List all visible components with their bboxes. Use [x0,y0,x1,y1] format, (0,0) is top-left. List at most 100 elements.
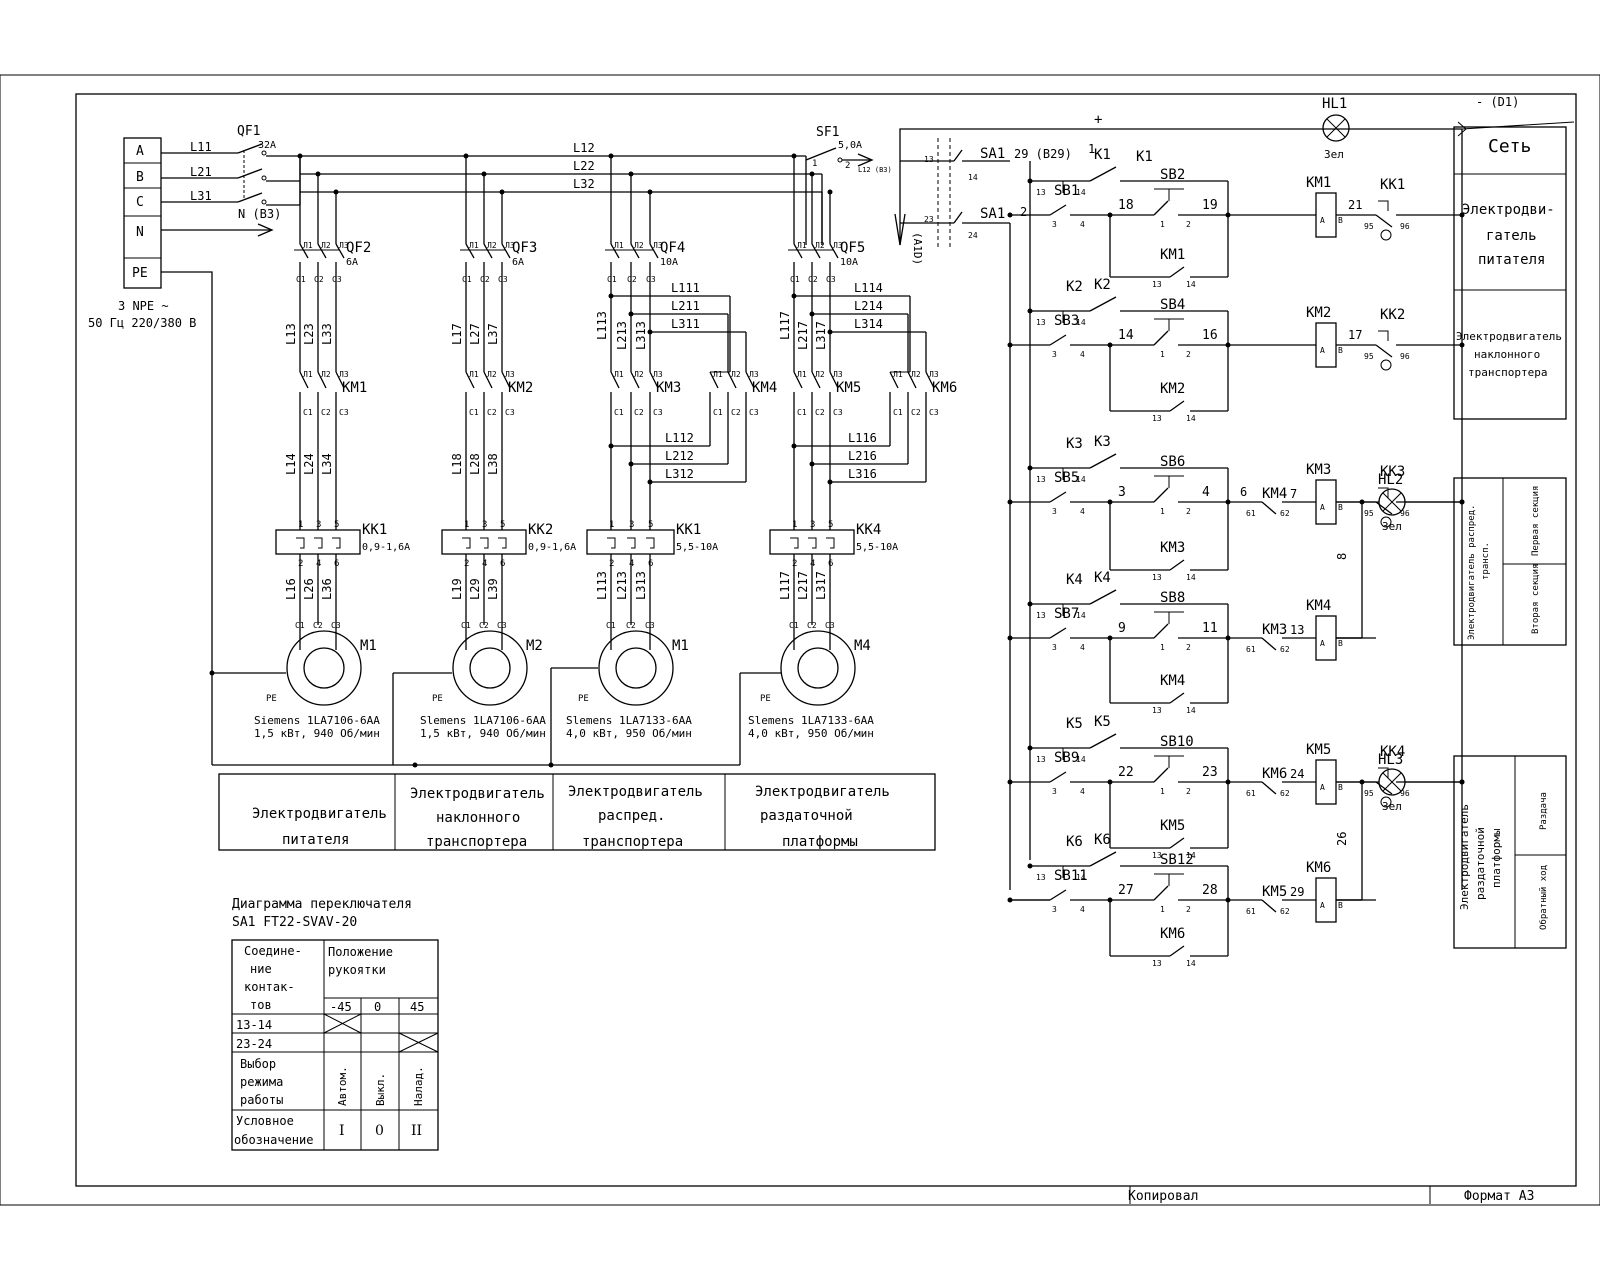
k-contact-label: K1 [1136,149,1153,165]
sf1-breaker: SF1 5,0A 1 2 L12 (B3) [805,125,892,174]
hold-pin: 14 [1186,414,1196,423]
kk-element [498,537,507,549]
junction-dot [628,171,634,177]
legend-platform-1: Электродвигатель [1458,804,1471,910]
wire-label: L18 [450,453,464,475]
qf-contact [649,243,659,259]
junction-dot [1027,745,1033,751]
km-contact [709,371,719,389]
wire-label: L313 [634,571,648,600]
qf-contact [610,243,620,259]
legend-distrib-1: Электродвигатель распред. [1467,505,1477,640]
kk-element [627,537,636,549]
km-terminal: Л1 [303,370,313,379]
table-feeder-1: Электродвигатель [252,806,387,822]
wire-label: L13 [284,323,298,345]
line-l21: L21 [190,165,212,179]
sb-pin: 4 [1080,350,1085,359]
k-pin: 13 [1036,475,1046,484]
k-pin: 14 [1076,611,1086,620]
node-label: 24 [1290,767,1304,781]
sw-mode-2: режима [240,1075,283,1089]
bus-label: L214 [854,299,883,313]
pair-links: 826 [1010,502,1363,901]
hold-pin: 13 [1152,573,1162,582]
km-out-terminal: C3 [653,408,663,417]
kk-ol-reset [1380,229,1392,241]
sb-nc-contact [1153,623,1169,639]
k-contact [1089,733,1117,749]
wire-label: L213 [615,571,629,600]
qf-contact [465,243,475,259]
sb-b-label: SB6 [1160,454,1185,470]
kk-ol-contact [1375,214,1393,228]
table-platform-1: Электродвигатель [755,784,890,800]
wire-label: L16 [284,578,298,600]
hold-km-label: KM4 [1160,673,1185,689]
sb-pin: 3 [1052,787,1057,796]
km-contact [829,371,839,389]
sb-b-label: SB12 [1160,852,1194,868]
coil-pin: A [1320,901,1325,910]
wire-label: L117 [778,311,792,340]
hold-km-label: KM5 [1160,818,1185,834]
motor-symbol [452,630,528,706]
motor-model: Slemens 1LA7133-6AA [566,714,692,727]
motor-power: 1,5 кВт, 940 Об/мин [420,727,546,740]
wire-label: L34 [320,453,334,475]
node-label: 28 [1202,883,1218,898]
pe-earth-line [209,667,781,768]
qf1-breaker: QF1 32A [237,124,300,206]
sb-nc-contact [1153,330,1169,346]
junction-dot [548,762,554,768]
motor-label: M1 [360,638,377,654]
sa1-t13: 13 [924,155,934,164]
wire-label: L33 [320,323,334,345]
phase-pe: PE [132,266,148,281]
coil-pin: B [1338,639,1343,648]
km-contact [727,371,737,389]
junction-dot [297,153,303,159]
il-pin: 62 [1280,907,1290,916]
kk-pin: 96 [1400,352,1410,361]
wire-label: L27 [468,323,482,345]
kk-relay-box [275,529,361,555]
sw-sym-2: обозначение [234,1133,313,1147]
sb-contact [1049,204,1067,216]
junction-dot [412,762,418,768]
km-contact [483,371,493,389]
pe-label: PE [266,694,277,704]
wire-label: L17 [450,323,464,345]
km-contact [299,371,309,389]
k-contact-label: K2 [1066,279,1083,295]
km-out-terminal: C2 [815,408,825,417]
coil-pin: A [1320,346,1325,355]
hold-contact [1169,692,1185,704]
sb-contact [1049,889,1067,901]
km-terminal: Л1 [713,370,723,379]
legend-incline-2: наклонного [1474,348,1540,361]
hl1-color: Зел [1324,148,1344,161]
qf-contact [335,243,345,259]
sa1-node-1: 1 [1088,142,1095,156]
sa1-label-1: SA1 [980,146,1005,162]
km-terminal: Л3 [749,370,759,379]
wire-label: L313 [634,321,648,350]
kk-ol-reset [1380,359,1392,371]
line-l31: L31 [190,189,212,203]
qf-out-terminal: C2 [808,275,818,284]
kk-terminal-bot: 2 [609,559,614,569]
junction-dot [481,171,487,177]
qf-out-terminal: C3 [498,275,508,284]
motor-terminal: C2 [313,621,323,630]
sb-nc-contact [1153,767,1169,783]
sb-a-label: SB3 [1054,313,1079,329]
kk-terminal-bot: 6 [334,559,339,569]
legend-distrib-sec-1: Первая секция [1531,486,1541,556]
hold-contact [1169,266,1185,278]
qf-terminal: Л3 [653,241,663,250]
sw-mode-setup: Налад. [412,1066,425,1106]
control-circuit-frame: + - (D1) HL1 Зел (A1D) SA1 SA1 29 (B29) … [894,95,1575,890]
sb-a-label: SB5 [1054,470,1079,486]
